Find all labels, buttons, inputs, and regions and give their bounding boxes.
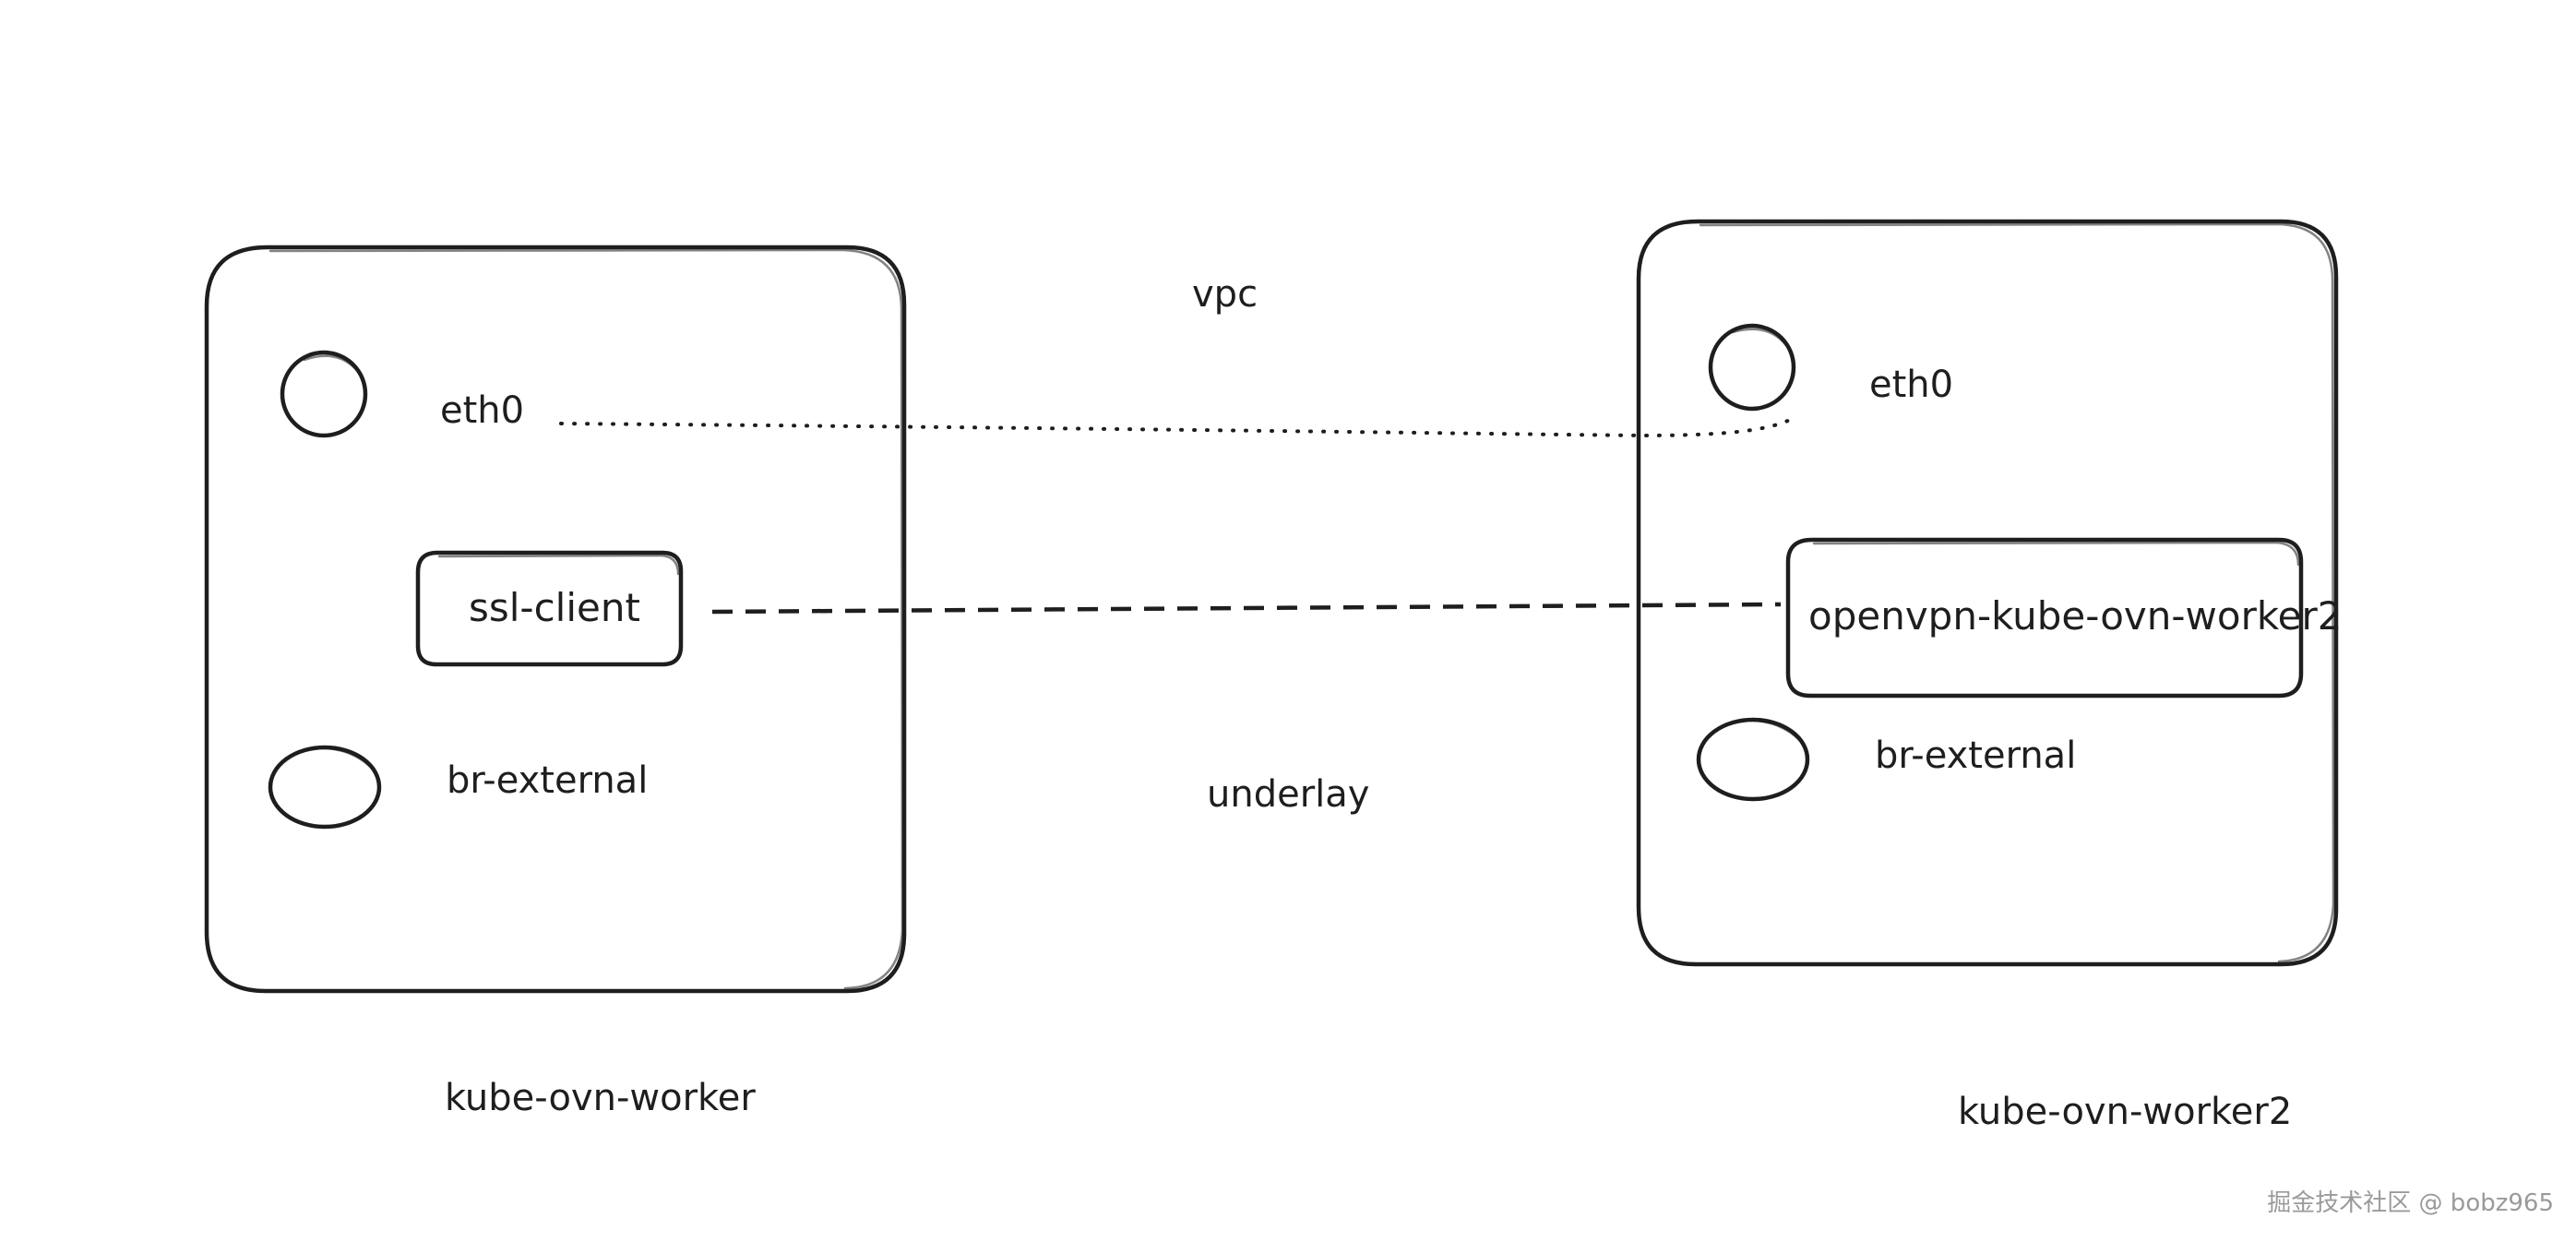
right-eth0-port-icon xyxy=(1708,323,1796,412)
right-app-box-sketch xyxy=(1812,541,2300,567)
left-br-external-port-icon xyxy=(268,745,382,830)
right-eth0-port-icon-sketch xyxy=(1731,328,1792,352)
right-br-external-label: br-external xyxy=(1875,734,2076,777)
left-br-external-label: br-external xyxy=(447,759,648,802)
left-node-name: kube-ovn-worker xyxy=(445,1077,756,1119)
left-node: eth0 ssl-client br-external kube-ovn-wor… xyxy=(204,245,907,1119)
left-br-external-port-icon-sketch xyxy=(303,746,378,775)
left-eth0-label: eth0 xyxy=(440,389,524,432)
left-node-box xyxy=(204,245,907,994)
right-node-name: kube-ovn-worker2 xyxy=(1958,1091,2292,1133)
left-app-box-sketch xyxy=(437,554,680,576)
right-node-box xyxy=(1636,219,2339,967)
left-app-label: ssl-client xyxy=(469,585,640,630)
right-app-box xyxy=(1785,537,2304,699)
underlay-dashed-connection xyxy=(711,602,1782,615)
left-eth0-port-icon-sketch xyxy=(303,354,364,378)
left-node-box-sketch xyxy=(268,248,904,990)
vpc-label: vpc xyxy=(1192,273,1258,316)
right-br-external-port-icon-sketch xyxy=(1731,719,1807,747)
underlay-label: underlay xyxy=(1207,773,1369,816)
right-node: eth0 openvpn-kube-ovn-worker2 br-externa… xyxy=(1636,219,2342,1133)
right-app-label: openvpn-kube-ovn-worker2 xyxy=(1808,593,2342,639)
right-eth0-label: eth0 xyxy=(1869,364,1953,406)
right-br-external-port-icon xyxy=(1696,717,1810,802)
right-node-box-sketch xyxy=(1699,222,2335,963)
watermark: 掘金技术社区 @ bobz965 xyxy=(2267,1189,2554,1217)
vpc-dotted-connection xyxy=(559,417,1794,438)
left-app-box xyxy=(415,550,684,667)
left-eth0-port-icon xyxy=(280,350,368,438)
